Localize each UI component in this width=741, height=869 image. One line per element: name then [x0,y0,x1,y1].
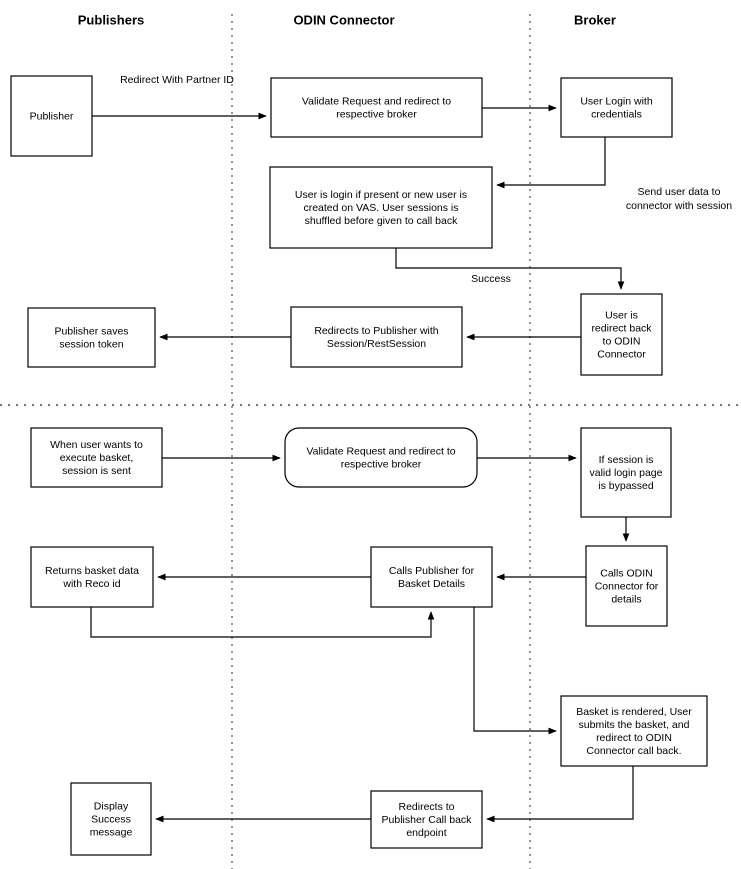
node-shape-user-is-login [269,166,493,249]
node-shape-validate-request-2 [284,427,478,488]
node-shape-when-user-wants [30,427,163,488]
node-label-if-session-valid-line-1: valid login page [590,467,663,479]
node-label-user-is-login-line-2: shuffled before given to call back [305,215,458,227]
node-label-user-login-line-0: User Login with [580,96,653,108]
node-validate-request-1[interactable]: Validate Request and redirect torespecti… [270,77,483,138]
node-label-when-user-wants-line-2: session is sent [62,465,131,477]
node-label-validate-request-2-line-0: Validate Request and redirect to [306,446,455,458]
node-shape-display-success [70,782,152,856]
node-label-user-is-login-line-1: created on VAS. User sessions is [303,202,458,214]
node-shape-redirects-to-publisher [290,306,463,368]
node-shape-publisher [10,75,93,157]
node-label-user-login-line-1: credentials [591,109,642,121]
node-label-user-redirect-back-line-1: redirect back [591,323,652,335]
node-shape-if-session-valid [580,427,672,518]
node-label-redirects-to-publisher-line-1: Session/RestSession [327,338,426,350]
node-label-calls-publisher-basket-line-1: Basket Details [398,578,465,590]
node-shape-redirects-publisher-callback [370,790,483,849]
node-label-calls-publisher-basket-line-0: Calls Publisher for [389,565,475,577]
node-validate-request-2[interactable]: Validate Request and redirect torespecti… [284,427,478,488]
node-label-redirects-publisher-callback-line-2: endpoint [406,827,446,839]
node-label-display-success-line-1: Success [91,814,131,826]
flow-edges [90,104,634,823]
node-label-user-is-login-line-0: User is login if present or new user is [295,189,467,201]
lane-titles: Publishers ODIN Connector Broker [78,12,616,27]
edge-returns-to-callspublisher-loop [90,607,435,638]
node-label-if-session-valid-line-2: is bypassed [598,480,654,492]
node-shape-user-redirect-back [580,293,663,376]
edge-label-send-user-data-2: connector with session [626,200,732,212]
edge-label-redirect-with-partner-id: Redirect With Partner ID [120,74,234,86]
node-label-publisher-saves-session-line-0: Publisher saves [54,326,128,338]
lane-title-odin-connector: ODIN Connector [293,12,394,27]
edge-labels: Redirect With Partner ID Send user data t… [120,74,732,285]
lane-dividers [231,14,531,869]
node-label-validate-request-1-line-0: Validate Request and redirect to [302,96,451,108]
node-publisher[interactable]: Publisher [10,75,93,157]
node-label-publisher-saves-session-line-1: session token [59,339,123,351]
node-label-basket-is-rendered-line-2: redirect to ODIN [596,732,672,744]
node-shape-validate-request-1 [270,77,483,138]
edge-basketrendered-to-redirectscallback [486,766,634,823]
node-label-user-redirect-back-line-3: Connector [597,349,646,361]
node-label-returns-basket-data-line-0: Returns basket data [45,565,139,577]
node-label-validate-request-2-line-1: respective broker [341,459,422,471]
node-label-calls-odin-connector-line-1: Connector for [595,581,659,593]
node-shape-calls-publisher-basket [370,546,493,608]
node-label-display-success-line-0: Display [94,801,129,813]
node-label-calls-odin-connector-line-2: details [611,594,641,606]
edge-callspublisher-to-basketrendered [473,607,557,735]
node-label-when-user-wants-line-0: When user wants to [50,439,143,451]
node-label-calls-odin-connector-line-0: Calls ODIN [600,568,653,580]
edge-userislogin-to-redirectback [395,248,625,290]
node-label-if-session-valid-line-0: If session is [599,454,654,466]
node-label-validate-request-1-line-1: respective broker [336,109,417,121]
node-shape-returns-basket-data [30,546,154,608]
node-label-redirects-to-publisher-line-0: Redirects to Publisher with [314,325,438,337]
node-shape-user-login [560,77,673,138]
node-shape-calls-odin-connector [585,545,668,627]
node-user-is-login[interactable]: User is login if present or new user isc… [269,166,493,249]
edge-label-success: Success [471,273,511,285]
node-label-redirects-publisher-callback-line-0: Redirects to [398,801,454,813]
lane-title-publishers: Publishers [78,12,144,27]
edge-label-send-user-data: Send user data to [638,186,721,198]
node-label-user-redirect-back-line-2: to ODIN [603,336,641,348]
node-label-basket-is-rendered-line-1: submits the basket, and [579,719,690,731]
edge-userlogin-to-userislogin [496,137,606,189]
node-label-returns-basket-data-line-1: with Reco id [62,578,120,590]
node-label-publisher-line-0: Publisher [30,111,74,123]
node-label-basket-is-rendered-line-3: Connector call back. [586,745,681,757]
node-label-redirects-publisher-callback-line-1: Publisher Call back [382,814,473,826]
node-label-basket-is-rendered-line-0: Basket is rendered, User [576,706,692,718]
node-shape-publisher-saves-session [27,307,156,368]
node-redirects-to-publisher[interactable]: Redirects to Publisher withSession/RestS… [290,306,463,368]
lane-title-broker: Broker [574,12,616,27]
node-label-user-redirect-back-line-0: User is [605,310,638,322]
node-label-display-success-line-2: message [90,827,133,839]
node-label-when-user-wants-line-1: execute basket, [60,452,134,464]
node-shape-basket-is-rendered [560,695,708,767]
